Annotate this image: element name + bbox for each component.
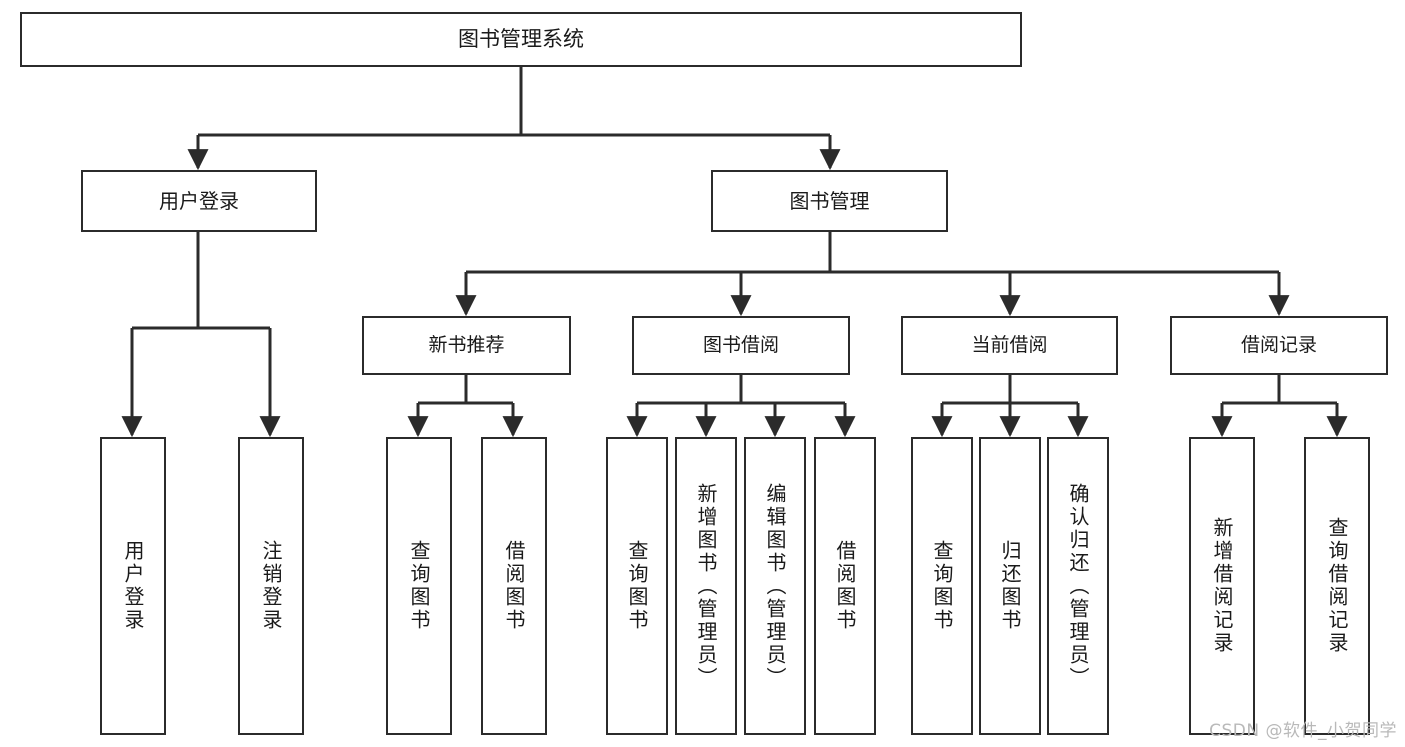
watermark-text: CSDN @软件_小贺同学 bbox=[1209, 721, 1397, 741]
leaf-user-login[interactable]: 用户登录 bbox=[100, 437, 166, 735]
leaf-return-books[interactable]: 归还图书 bbox=[979, 437, 1041, 735]
leaf-return-books-label: 归还图书 bbox=[998, 540, 1022, 632]
leaf-user-login-label: 用户登录 bbox=[121, 540, 145, 632]
leaf-add-borrow-record-label: 新增借阅记录 bbox=[1210, 517, 1234, 655]
node-borrow-record[interactable]: 借阅记录 bbox=[1170, 316, 1388, 375]
node-user-login-label: 用户登录 bbox=[159, 188, 239, 213]
leaf-query-books-borrow[interactable]: 查询图书 bbox=[606, 437, 668, 735]
leaf-add-book-admin-label: 新增图书（管理员） bbox=[694, 482, 718, 690]
leaf-query-books-borrow-label: 查询图书 bbox=[625, 540, 649, 632]
node-borrow-record-label: 借阅记录 bbox=[1240, 333, 1317, 356]
node-current-borrow-label: 当前借阅 bbox=[971, 333, 1048, 356]
node-root-label: 图书管理系统 bbox=[458, 26, 584, 51]
leaf-query-borrow-record[interactable]: 查询借阅记录 bbox=[1304, 437, 1370, 735]
leaf-query-borrow-record-label: 查询借阅记录 bbox=[1325, 517, 1349, 655]
node-new-book-recommend[interactable]: 新书推荐 bbox=[362, 316, 571, 375]
node-new-book-recommend-label: 新书推荐 bbox=[428, 333, 505, 356]
node-current-borrow[interactable]: 当前借阅 bbox=[901, 316, 1118, 375]
leaf-add-book-admin[interactable]: 新增图书（管理员） bbox=[675, 437, 737, 735]
leaf-query-books-recommend[interactable]: 查询图书 bbox=[386, 437, 452, 735]
leaf-query-books-current[interactable]: 查询图书 bbox=[911, 437, 973, 735]
leaf-add-borrow-record[interactable]: 新增借阅记录 bbox=[1189, 437, 1255, 735]
node-root[interactable]: 图书管理系统 bbox=[20, 12, 1022, 67]
leaf-query-books-current-label: 查询图书 bbox=[930, 540, 954, 632]
leaf-logout[interactable]: 注销登录 bbox=[238, 437, 304, 735]
leaf-borrow-books[interactable]: 借阅图书 bbox=[814, 437, 876, 735]
leaf-borrow-books-label: 借阅图书 bbox=[833, 540, 857, 632]
leaf-confirm-return-admin-label: 确认归还（管理员） bbox=[1066, 482, 1090, 690]
node-user-login[interactable]: 用户登录 bbox=[81, 170, 317, 232]
leaf-borrow-books-recommend-label: 借阅图书 bbox=[502, 540, 526, 632]
leaf-logout-label: 注销登录 bbox=[259, 540, 283, 632]
leaf-edit-book-admin-label: 编辑图书（管理员） bbox=[763, 482, 787, 690]
node-book-management-label: 图书管理 bbox=[789, 188, 870, 213]
leaf-query-books-recommend-label: 查询图书 bbox=[407, 540, 431, 632]
leaf-borrow-books-recommend[interactable]: 借阅图书 bbox=[481, 437, 547, 735]
node-book-management[interactable]: 图书管理 bbox=[711, 170, 948, 232]
node-book-borrow-label: 图书借阅 bbox=[702, 333, 779, 356]
node-book-borrow[interactable]: 图书借阅 bbox=[632, 316, 850, 375]
leaf-confirm-return-admin[interactable]: 确认归还（管理员） bbox=[1047, 437, 1109, 735]
leaf-edit-book-admin[interactable]: 编辑图书（管理员） bbox=[744, 437, 806, 735]
